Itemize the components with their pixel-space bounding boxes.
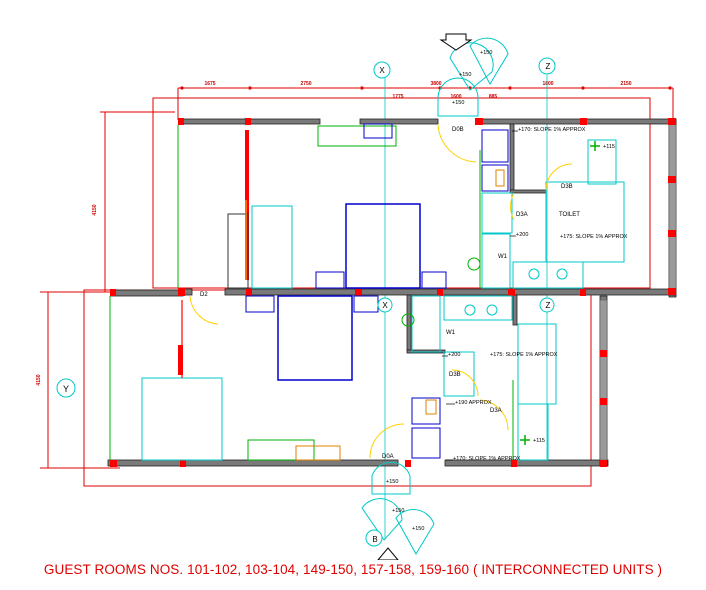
grid-x-mid-label: X [382, 301, 388, 310]
entrance-arrows [377, 33, 473, 560]
drawing-caption: GUEST ROOMS NOS. 101-102, 103-104, 149-1… [43, 562, 663, 577]
tag-d0b: D0B [452, 127, 464, 133]
dim-4: 3800 [430, 81, 441, 87]
note-plus200-upper: +200 [516, 232, 528, 238]
grid-y-label: Y [63, 384, 69, 394]
dim-left-upper: 4150 [92, 204, 98, 215]
dim-7: 1800 [542, 81, 553, 87]
grid-x-top-label: X [379, 66, 385, 75]
grid-z-mid-label: Z [546, 301, 551, 310]
dim-6: 885 [489, 94, 498, 100]
dim-3: 1775 [392, 94, 403, 100]
dim-5: 1600 [450, 94, 461, 100]
tag-w1-lower: W1 [446, 330, 456, 336]
note-plus115-upper: +115 [603, 144, 615, 150]
grid-marker-b [365, 529, 383, 547]
note-slope-lower-mid: +175: SLOPE 1% APPROX [490, 352, 558, 358]
tag-d3a-upper: D3A [516, 212, 528, 218]
furniture-upper [227, 123, 625, 289]
note-slope-upper-top: +170: SLOPE 1% APPROX [518, 127, 586, 133]
door-tags: D0B D3B D3A W1 D2 W1 D3B D3A D0A TOILET [200, 127, 580, 460]
columns [110, 118, 676, 467]
grid-z-top-label: Z [546, 62, 551, 71]
top-dimensions: 1675 2750 1775 3800 1600 885 1800 2150 4… [36, 81, 632, 386]
arrow-up-icon [377, 547, 399, 560]
note-plus200-lower: +200 [448, 352, 460, 358]
grid-marker-z-mid [539, 297, 555, 313]
note-plus150-bottom-c: +150 [412, 526, 424, 532]
level-notes: +170: SLOPE 1% APPROX +175: SLOPE 1% APP… [386, 50, 628, 532]
furniture-lower [141, 295, 557, 461]
door-leaves [181, 130, 247, 378]
grid-marker-x-top [373, 61, 391, 79]
note-slope-lower-bottom: +170: SLOPE 1% APPROX [453, 456, 521, 462]
note-plus150-top-a: +150 [480, 50, 492, 56]
tag-d3b-upper: D3B [561, 184, 573, 190]
dim-1: 1675 [204, 81, 215, 87]
note-plus150-top-c: +150 [452, 100, 464, 106]
grid-markers: X Z Z X Y B [56, 57, 556, 547]
note-plus150-top-b: +150 [459, 72, 471, 78]
tag-w1-upper: W1 [498, 254, 508, 260]
tag-d2: D2 [200, 292, 208, 298]
note-plus115-lower: +115 [533, 438, 545, 444]
room-label-toilet: TOILET [559, 212, 580, 218]
note-plus150-bottom-b: +150 [392, 508, 404, 514]
arrow-down-icon [439, 33, 473, 51]
tag-d3b-lower: D3B [449, 372, 461, 378]
grid-b-label: B [372, 535, 377, 544]
note-plus150-bottom-a: +150 [386, 479, 398, 485]
dim-2: 2750 [300, 81, 311, 87]
grid-marker-y [56, 378, 76, 398]
grid-marker-z-top [538, 57, 556, 75]
level-markers [520, 141, 600, 445]
tag-d3a-lower: D3A [490, 408, 502, 414]
tag-d0a: D0A [382, 454, 394, 460]
dim-left-lower: 4150 [36, 374, 42, 385]
note-plus190-lower: +190 APPROX [455, 400, 492, 406]
note-slope-upper-mid: +175: SLOPE 1% APPROX [560, 234, 628, 240]
floor-plan: 1675 2750 1775 3800 1600 885 1800 2150 4… [36, 33, 677, 560]
grid-marker-x-mid [377, 297, 393, 313]
outline-frames [40, 87, 674, 487]
slope-arrows [442, 130, 518, 461]
dim-8: 2150 [620, 81, 631, 87]
